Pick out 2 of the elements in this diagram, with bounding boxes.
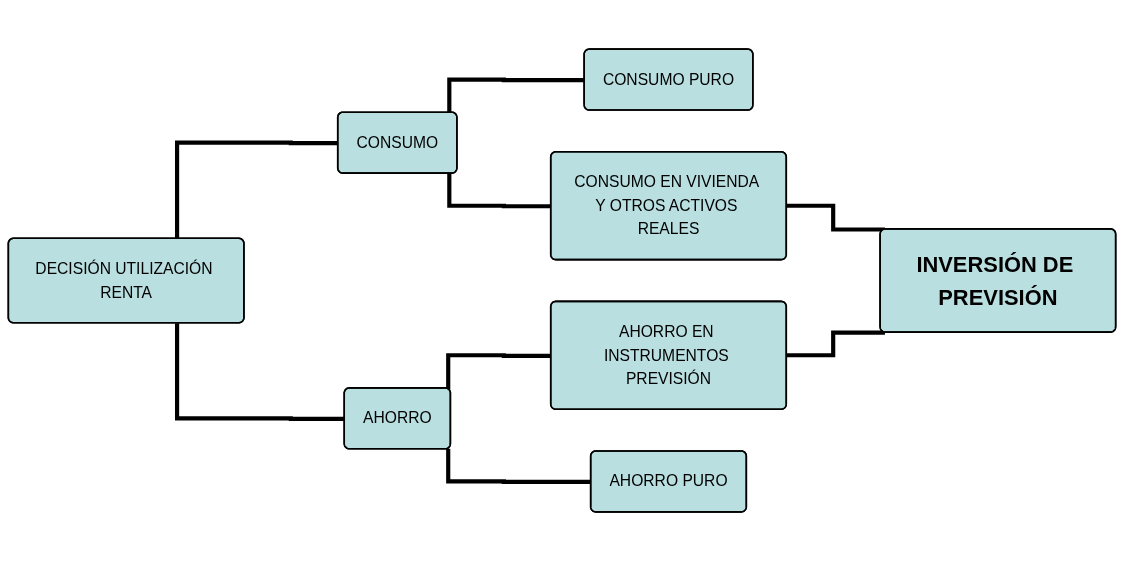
connector	[175, 323, 345, 421]
connector	[447, 77, 585, 113]
